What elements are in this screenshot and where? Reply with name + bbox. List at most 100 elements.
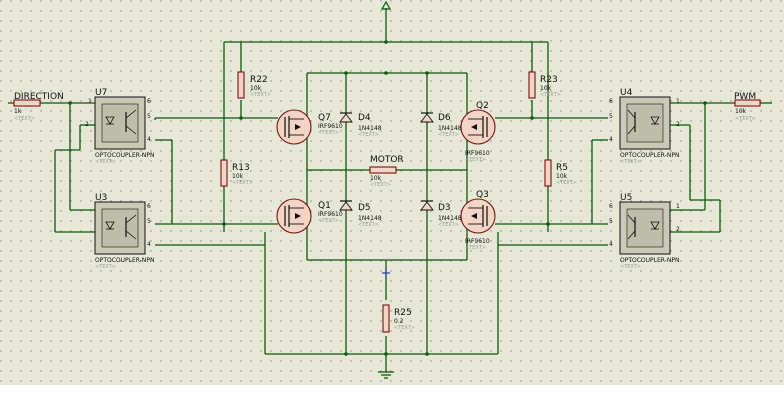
transistors-q7-type-label: IRF9610 [318, 123, 343, 130]
resistor-r5[interactable]: R5 10k <TEXT> [544, 159, 577, 187]
pins-p5-label: 5 [147, 113, 151, 120]
optocoupler-u4[interactable]: U4 6 5 4 1 2 OPTOCOUPLER-NPN <TEXT> [609, 88, 680, 165]
diodes-d6-type-label: 1N4148 [438, 125, 462, 132]
pins-p2-label: 2 [676, 121, 680, 128]
optocoupler-u3[interactable]: U3 6 5 4 OPTOCOUPLER-NPN <TEXT> [94, 193, 154, 270]
pins-p5-label: 5 [147, 218, 151, 225]
direction-label: DIRECTION [14, 92, 64, 102]
optocouplers-u4-type-label: OPTOCOUPLER-NPN [620, 152, 679, 159]
diode-d6[interactable]: D6 1N4148 <TEXT> [420, 112, 462, 138]
led-icon [650, 221, 660, 230]
resistors-r13-name-label: R13 [232, 163, 250, 173]
resistors-r25-name-label: R25 [394, 308, 412, 318]
resistors-r25-value-label: 0.2 [394, 318, 404, 325]
optocouplers-u3-name-label: U3 [95, 193, 107, 203]
resistor-r23[interactable]: R23 10k <TEXT> [528, 71, 561, 99]
diodes-d4-type-label: 1N4148 [358, 125, 382, 132]
diodes-d3-type-label: 1N4148 [438, 215, 462, 222]
diodes-d4-name-label: D4 [358, 113, 371, 123]
diode-d4[interactable]: D4 1N4148 <TEXT> [339, 112, 382, 138]
pins-p2-label: 2 [676, 226, 680, 233]
pins-p1-label: 1 [88, 98, 92, 105]
resistors-r23-name-label: R23 [540, 75, 558, 85]
resistors-r22-name-label: R22 [250, 75, 268, 85]
transistors-q7-name-label: Q7 [318, 113, 331, 123]
transistors-q2-type-label: IRF9610 [465, 150, 490, 157]
labels-placeholder-label: <TEXT> [370, 182, 391, 188]
diode-d5[interactable]: D5 1N4148 <TEXT> [339, 200, 382, 228]
pins-p4-label: 4 [609, 241, 613, 248]
labels-placeholder-label: <TEXT> [358, 222, 379, 228]
diodes-d3-name-label: D3 [438, 203, 451, 213]
transistors-q2-name-label: Q2 [476, 101, 489, 111]
resistor-r22[interactable]: R22 10k <TEXT> [237, 71, 271, 99]
led-icon [105, 116, 115, 125]
labels-motor-label: MOTOR [370, 155, 404, 165]
pins-p1-label: 1 [676, 98, 680, 105]
pins-p6-label: 6 [609, 203, 613, 210]
resistor-r25[interactable]: R25 0.2 <TEXT> [382, 304, 415, 333]
pins-p5-label: 5 [609, 113, 613, 120]
power-arrow-icon [380, 0, 392, 10]
mosfet-q7[interactable]: Q7 IRF9610 <TEXT> [276, 109, 343, 145]
resistors-r23-value-label: 10k [540, 85, 552, 92]
pins-p1-label: 1 [676, 203, 680, 210]
resistors-motor-res-value-label: 10k [370, 175, 382, 182]
labels-placeholder-label: <TEXT> [250, 92, 271, 98]
optocoupler-u5[interactable]: U5 6 5 4 1 2 OPTOCOUPLER-NPN <TEXT> [609, 193, 680, 270]
resistor-r13[interactable]: R13 10k <TEXT> [220, 159, 253, 187]
resistors-r5-name-label: R5 [556, 163, 568, 173]
optocouplers-u4-name-label: U4 [620, 88, 633, 98]
pins-p6-label: 6 [609, 98, 613, 105]
pins-p4-label: 4 [147, 241, 151, 248]
pwm-label: PWM [734, 92, 756, 102]
transistors-q3-type-label: IRF9610 [465, 238, 490, 245]
pins-p4-label: 4 [147, 136, 151, 143]
diodes-d5-type-label: 1N4148 [358, 215, 382, 222]
junction-dots [68, 40, 707, 356]
optocouplers-u3-type-label: OPTOCOUPLER-NPN [95, 257, 154, 264]
mosfet-q1[interactable]: Q1 IRF9610 <TEXT> [276, 198, 343, 234]
labels-placeholder-label: <TEXT> [620, 264, 641, 270]
diode-d3[interactable]: D3 1N4148 <TEXT> [420, 200, 462, 228]
transistors-q1-name-label: Q1 [318, 201, 331, 211]
labels-placeholder-label: <TEXT> [620, 159, 641, 165]
pins-p2-label: 2 [85, 121, 89, 128]
labels-placeholder-label: <TEXT> [232, 180, 253, 186]
pins-p6-label: 6 [147, 98, 151, 105]
optocoupler-u7[interactable]: U7 6 5 4 1 2 OPTOCOUPLER-NPN <TEXT> [85, 88, 154, 165]
mosfet-q2[interactable]: Q2 IRF9610 <TEXT> [460, 101, 496, 163]
resistors-r5-value-label: 10k [556, 173, 568, 180]
labels-placeholder-label: <TEXT> [95, 264, 116, 270]
resistors-r13-value-label: 10k [232, 173, 244, 180]
optocouplers-u7-name-label: U7 [95, 88, 107, 98]
labels-placeholder-label: <TEXT> [358, 132, 379, 138]
diodes-d6-name-label: D6 [438, 113, 451, 123]
probe-marker-icon [382, 269, 390, 277]
resistors-r22-value-label: 10k [250, 85, 262, 92]
labels-placeholder-label: <TEXT> [318, 218, 339, 224]
labels-placeholder-label: <TEXT> [465, 157, 486, 163]
labels-placeholder-label: <TEXT> [318, 130, 339, 136]
resistors-r-in-right-value-label: 10k [735, 108, 747, 115]
pins-p6-label: 6 [147, 203, 151, 210]
resistor-r-in-left[interactable]: 1k <TEXT> [13, 99, 41, 122]
labels-placeholder-label: <TEXT> [465, 245, 486, 251]
labels-placeholder-label: <TEXT> [735, 116, 756, 122]
diodes-d5-name-label: D5 [358, 203, 371, 213]
optocouplers-u7-type-label: OPTOCOUPLER-NPN [95, 152, 154, 159]
optocouplers-u5-type-label: OPTOCOUPLER-NPN [620, 257, 679, 264]
labels-placeholder-label: <TEXT> [556, 180, 577, 186]
mosfet-q3[interactable]: Q3 IRF9610 <TEXT> [460, 190, 496, 251]
labels-placeholder-label: <TEXT> [14, 116, 35, 122]
ground-icon [378, 371, 394, 379]
optocouplers-u5-name-label: U5 [620, 193, 632, 203]
led-icon [105, 221, 115, 230]
labels-placeholder-label: <TEXT> [540, 92, 561, 98]
resistor-r-in-right[interactable]: 10k <TEXT> [734, 99, 761, 122]
motor-resistor[interactable]: MOTOR 10k <TEXT> [369, 155, 404, 188]
bottom-border [0, 385, 784, 400]
